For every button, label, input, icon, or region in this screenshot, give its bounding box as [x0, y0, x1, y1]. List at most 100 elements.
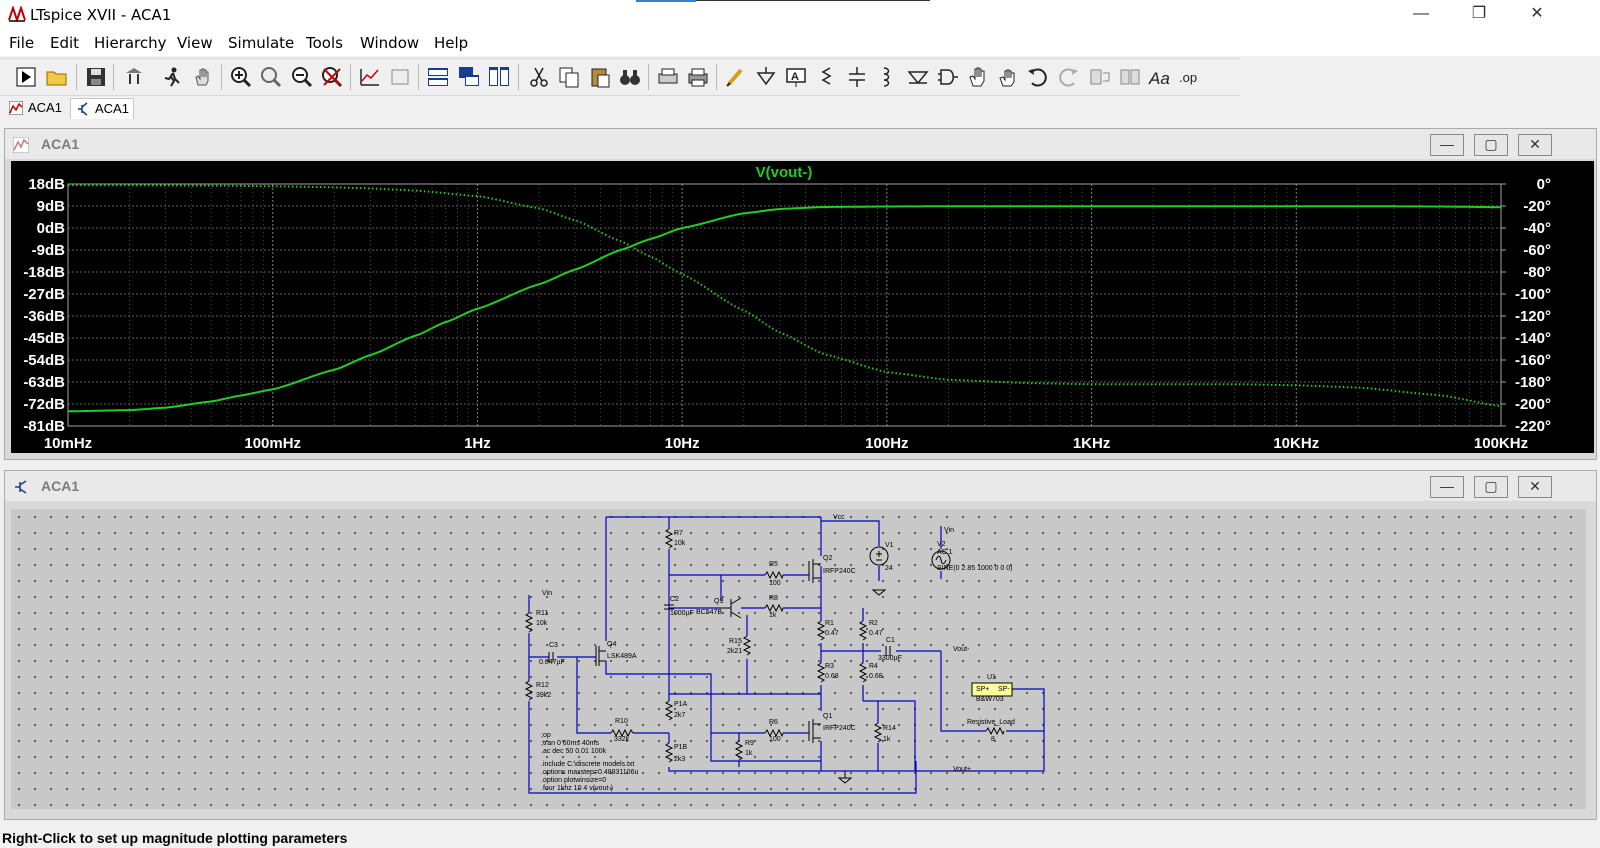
schematic-label[interactable]: R15 [729, 638, 742, 645]
schematic-label[interactable]: C1 [886, 637, 895, 644]
schematic-label[interactable]: C3 [549, 642, 558, 649]
schematic-label[interactable]: .options maxstep=0.48831106u [541, 769, 638, 776]
schematic-label[interactable]: SINE(0 2.85 1000 0 0 0) [937, 565, 1013, 572]
schematic-label[interactable]: .ac dec 50 0.01 100k [541, 748, 606, 755]
schematic-label[interactable]: R8 [769, 595, 778, 602]
schematic-label[interactable]: 10k [674, 540, 686, 547]
mirror-icon[interactable] [1118, 65, 1142, 89]
schematic-label[interactable]: Q2 [823, 555, 832, 562]
schematic-label[interactable]: C2 [670, 596, 679, 603]
schematic-label[interactable]: 24 [885, 565, 893, 572]
schematic-label[interactable]: 0.47 [869, 630, 883, 637]
plot-maximize-button[interactable]: ▢ [1474, 134, 1508, 156]
schematic-label[interactable]: 1k [745, 750, 753, 757]
zoom-out-icon[interactable] [290, 65, 314, 89]
schematic-label[interactable]: R1 [825, 620, 834, 627]
redo-icon[interactable] [1056, 65, 1080, 89]
schematic-label[interactable]: BC547B [696, 609, 722, 616]
bode-plot[interactable]: 18dB9dB0dB-9dB-18dB-27dB-36dB-45dB-54dB-… [11, 161, 1594, 453]
copy-icon[interactable] [557, 65, 581, 89]
schematic-label[interactable]: 2k7 [674, 712, 685, 719]
print-icon[interactable] [686, 65, 710, 89]
schematic-label[interactable]: ;op [541, 732, 551, 739]
print-preview-icon[interactable] [656, 65, 680, 89]
pan-hand-icon[interactable] [191, 65, 215, 89]
schematic-label[interactable]: 3300µF [878, 655, 902, 662]
save-icon[interactable] [84, 65, 108, 89]
schematic-label[interactable]: Q4 [607, 641, 616, 648]
schematic-label[interactable]: 39k2 [536, 692, 551, 699]
spice-directive-icon[interactable]: .op [1178, 65, 1202, 89]
schematic-label[interactable]: R10 [615, 718, 628, 725]
plot-close-button[interactable]: ✕ [1518, 134, 1552, 156]
schematic-label[interactable]: Vout- [953, 646, 970, 653]
schematic-label[interactable]: SP+ [976, 686, 989, 693]
schematic-label[interactable]: Q3 [714, 598, 723, 605]
menu-tools[interactable]: Tools [306, 34, 343, 52]
plot-minimize-button[interactable]: — [1430, 134, 1464, 156]
mark-icon[interactable] [388, 65, 412, 89]
zoom-in-icon[interactable] [229, 65, 253, 89]
paste-icon[interactable] [588, 65, 612, 89]
close-button[interactable]: ✕ [1530, 5, 1544, 22]
schematic-label[interactable]: 1k [769, 612, 777, 619]
tile-horizontal-icon[interactable] [426, 65, 450, 89]
restore-button[interactable]: ❐ [1471, 5, 1487, 22]
drag-icon[interactable] [996, 65, 1020, 89]
schematic-label[interactable]: U1 [987, 674, 996, 681]
zoom-area-icon[interactable] [259, 65, 283, 89]
schematic-label[interactable]: P1A [674, 701, 688, 708]
cascade-icon[interactable] [457, 65, 481, 89]
undo-icon[interactable] [1026, 65, 1050, 89]
schematic-label[interactable]: 2k3 [674, 756, 685, 763]
diode-icon[interactable] [906, 65, 930, 89]
schematic-label[interactable]: Vcc [833, 514, 845, 521]
minimize-button[interactable]: — [1413, 5, 1429, 22]
schematic-label[interactable]: ;tran 0 60ms 40ms [541, 740, 599, 747]
trace-label[interactable]: V(vout-) [756, 164, 813, 181]
schematic-label[interactable]: .include C:\discrete models.txt [541, 761, 634, 768]
schematic-label[interactable]: 100 [769, 736, 781, 743]
open-folder-icon[interactable] [45, 65, 69, 89]
schematic-label[interactable]: R14 [883, 725, 896, 732]
schematic-label[interactable]: R4 [869, 663, 878, 670]
schematic-label[interactable]: 332k [614, 736, 630, 743]
cut-icon[interactable] [527, 65, 551, 89]
schematic-label[interactable]: Vin [542, 590, 552, 597]
schematic-label[interactable]: R9 [745, 740, 754, 747]
schematic-maximize-button[interactable]: ▢ [1474, 476, 1508, 498]
inductor-icon[interactable] [874, 65, 898, 89]
schematic-label[interactable]: 0.47 [825, 630, 839, 637]
schematic-label[interactable]: V1 [885, 542, 894, 549]
resistor-icon[interactable] [814, 65, 838, 89]
schematic-label[interactable]: R3 [825, 663, 834, 670]
schematic-label[interactable]: R11 [536, 610, 548, 617]
schematic-label[interactable]: Resistive_Load [967, 719, 1015, 726]
ground-icon[interactable] [754, 65, 778, 89]
zoom-cancel-icon[interactable] [320, 65, 344, 89]
schematic-label[interactable]: 0.68 [825, 673, 839, 680]
schematic-label[interactable]: 1k [883, 736, 891, 743]
schematic-label[interactable]: R5 [769, 561, 778, 568]
move-icon[interactable] [966, 65, 990, 89]
menu-view[interactable]: View [177, 34, 213, 52]
component-icon[interactable] [936, 65, 960, 89]
run-sim-icon[interactable] [160, 65, 184, 89]
schematic-label[interactable]: R12 [536, 682, 549, 689]
schematic-label[interactable]: 0.047µF [539, 659, 565, 666]
schematic-label[interactable]: Q1 [823, 713, 832, 720]
tab-waveform[interactable]: ACA1 [4, 98, 66, 118]
text-icon[interactable]: Aa [1148, 65, 1172, 89]
menu-help[interactable]: Help [434, 34, 469, 52]
schematic-label[interactable]: IRFP240C [823, 725, 856, 732]
schematic-label[interactable]: R2 [869, 620, 878, 627]
menu-window[interactable]: Window [360, 34, 420, 52]
menu-simulate[interactable]: Simulate [228, 34, 295, 52]
schematic-label[interactable]: AC 1 [937, 549, 953, 556]
menu-edit[interactable]: Edit [50, 34, 80, 52]
schematic-label[interactable]: SP- [998, 686, 1010, 693]
schematic-close-button[interactable]: ✕ [1518, 476, 1552, 498]
